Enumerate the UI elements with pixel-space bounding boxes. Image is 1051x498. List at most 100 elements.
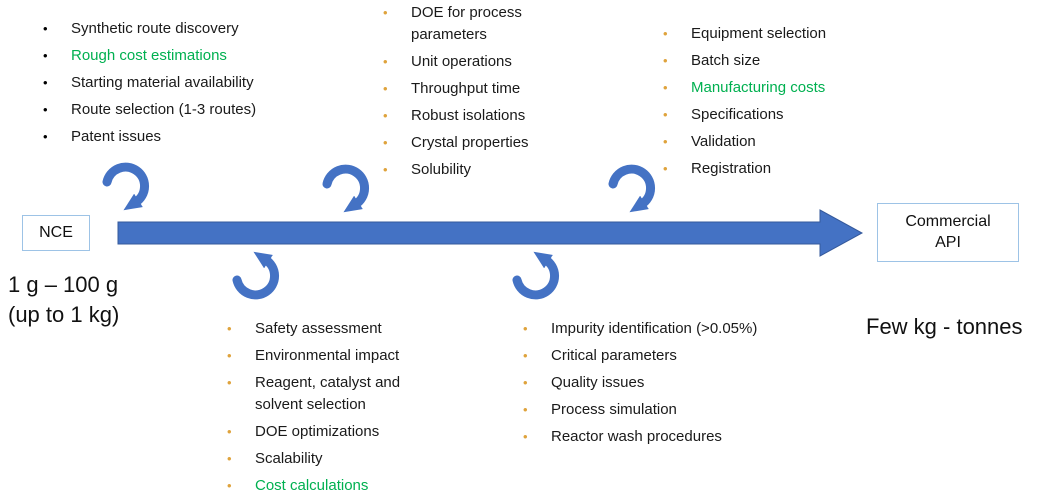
manufacturing-list: • Equipment selection • Batch size • Manufa…	[658, 23, 888, 185]
curved-arrow-icon	[232, 251, 280, 300]
bullet-icon: •	[663, 107, 668, 122]
list-item: • DOE optimizations	[222, 421, 452, 443]
list-item-label: Synthetic route discovery	[71, 20, 239, 37]
list-item-label: Validation	[691, 133, 756, 150]
list-item-label: Critical parameters	[551, 347, 677, 364]
list-item: • Reactor wash procedures	[518, 426, 788, 448]
bullet-icon: •	[663, 80, 668, 95]
bullet-icon: •	[227, 424, 232, 439]
process-assessment-list: • Safety assessment • Environmental impact…	[222, 318, 452, 498]
list-item: • Critical parameters	[518, 345, 788, 367]
list-item: • Quality issues	[518, 372, 788, 394]
bullet-icon: •	[383, 5, 388, 20]
timeline-arrow-icon	[117, 209, 864, 257]
curved-arrow-icon	[512, 251, 560, 300]
list-item-label: Rough cost estimations	[71, 47, 227, 64]
list-item-label: Quality issues	[551, 374, 645, 391]
route-discovery-list: • Synthetic route discovery • Rough cost e…	[38, 18, 318, 153]
list-item: • Patent issues	[38, 126, 318, 148]
list-item-label: Scalability	[255, 450, 323, 467]
bullet-icon: •	[663, 134, 668, 149]
bullet-icon: •	[43, 102, 48, 117]
bullet-icon: •	[43, 129, 48, 144]
nce-box: NCE	[22, 215, 90, 251]
bullet-icon: •	[663, 53, 668, 68]
nce-label: NCE	[39, 223, 73, 241]
start-scale-note: (up to 1 kg)	[8, 302, 120, 327]
list-item-label: Unit operations	[411, 53, 512, 70]
list-item-label: Impurity identification (>0.05%)	[551, 320, 758, 337]
bullet-icon: •	[523, 348, 528, 363]
list-item: • Starting material availability	[38, 72, 318, 94]
bullet-icon: •	[663, 26, 668, 41]
list-item: • Rough cost estimations	[38, 45, 318, 67]
bullet-icon: •	[523, 375, 528, 390]
bullet-icon: •	[663, 161, 668, 176]
bullet-icon: •	[227, 375, 232, 390]
list-item-label: Cost calculations	[255, 477, 369, 494]
list-item: • Registration	[658, 158, 888, 180]
list-item-label: Throughput time	[411, 80, 521, 97]
bullet-icon: •	[383, 54, 388, 69]
list-item-label: Safety assessment	[255, 320, 382, 337]
list-item-label: Equipment selection	[691, 25, 827, 42]
list-item: • Specifications	[658, 104, 888, 126]
list-item-label: Registration	[691, 160, 772, 177]
bullet-icon: •	[383, 162, 388, 177]
list-item-label: Batch size	[691, 52, 761, 69]
list-item-label: Starting material availability	[71, 74, 254, 91]
list-item-label: Process simulation	[551, 401, 677, 418]
bullet-icon: •	[383, 81, 388, 96]
list-item-label: Reagent, catalyst and solvent selection	[255, 374, 401, 413]
bullet-icon: •	[43, 48, 48, 63]
bullet-icon: •	[227, 321, 232, 336]
curved-arrow-icon	[102, 162, 150, 211]
list-item: • Scalability	[222, 448, 452, 470]
bullet-icon: •	[383, 108, 388, 123]
list-item-label: Patent issues	[71, 128, 162, 145]
bullet-icon: •	[523, 429, 528, 444]
quality-control-list: • Impurity identification (>0.05%) • Criti…	[518, 318, 788, 453]
list-item: • Throughput time	[378, 78, 568, 100]
list-item-label: Robust isolations	[411, 107, 526, 124]
start-scale-label: 1 g – 100 g (up to 1 kg)	[8, 270, 119, 330]
bullet-icon: •	[43, 21, 48, 36]
commercial-api-label: Commercial API	[905, 212, 991, 251]
bullet-icon: •	[227, 348, 232, 363]
list-item-label: Environmental impact	[255, 347, 400, 364]
bullet-icon: •	[523, 321, 528, 336]
list-item-label: Manufacturing costs	[691, 79, 826, 96]
list-item: • Robust isolations	[378, 105, 568, 127]
bullet-icon: •	[227, 478, 232, 493]
process-parameters-list: • DOE for process parameters • Unit operat…	[378, 2, 568, 186]
list-item: • Synthetic route discovery	[38, 18, 318, 40]
list-item: • Equipment selection	[658, 23, 888, 45]
list-item-label: DOE optimizations	[255, 423, 380, 440]
start-scale-range: 1 g – 100 g	[8, 272, 119, 297]
list-item: • Validation	[658, 131, 888, 153]
list-item: • Reagent, catalyst and solvent selection	[222, 372, 452, 416]
curved-arrow-icon	[322, 164, 370, 213]
commercial-api-box: Commercial API	[877, 203, 1019, 262]
list-item: • Batch size	[658, 50, 888, 72]
bullet-icon: •	[227, 451, 232, 466]
list-item-label: Crystal properties	[411, 134, 529, 151]
list-item-label: Solubility	[411, 161, 472, 178]
list-item: • Solubility	[378, 159, 568, 181]
list-item-label: Route selection (1-3 routes)	[71, 101, 257, 118]
list-item: •Crystal properties	[378, 132, 568, 154]
list-item: • Route selection (1-3 routes)	[38, 99, 318, 121]
list-item: • Process simulation	[518, 399, 788, 421]
list-item-label: DOE for process parameters	[411, 4, 522, 43]
list-item: • Safety assessment	[222, 318, 452, 340]
list-item: • Unit operations	[378, 51, 568, 73]
list-item: • Manufacturing costs	[658, 77, 888, 99]
list-item: • Environmental impact	[222, 345, 452, 367]
list-item-label: Reactor wash procedures	[551, 428, 722, 445]
list-item-label: Specifications	[691, 106, 784, 123]
bullet-icon: •	[43, 75, 48, 90]
bullet-icon: •	[523, 402, 528, 417]
end-scale-label: Few kg - tonnes	[866, 314, 1023, 339]
list-item: • Cost calculations	[222, 475, 452, 497]
